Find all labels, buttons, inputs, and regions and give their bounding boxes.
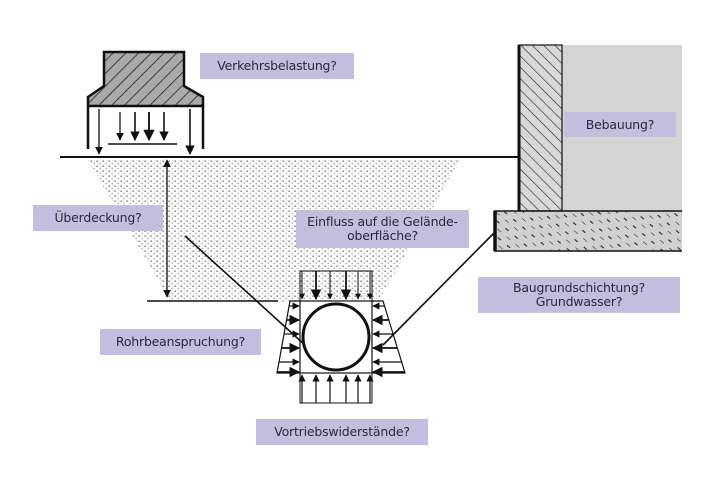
label-surface-influence: Einfluss auf die Gelände- oberfläche?: [296, 210, 469, 248]
label-traffic-load-text: Verkehrsbelastung?: [217, 58, 337, 73]
label-jacking-resistance: Vortriebswiderstände?: [256, 419, 428, 445]
label-buildings-text: Bebauung?: [585, 116, 655, 132]
label-jacking-resistance-text: Vortriebswiderstände?: [274, 424, 410, 439]
label-subsoil-groundwater: Baugrundschichtung? Grundwasser?: [478, 277, 680, 313]
pipe-cross-section: [276, 270, 406, 404]
label-buildings: Bebauung?: [564, 112, 676, 137]
vehicle-load: [86, 50, 205, 155]
leader-pipe-stress: [184, 235, 306, 346]
soil-zone: [88, 160, 460, 302]
label-surface-influence-line1: Einfluss auf die Gelände-: [307, 214, 458, 229]
label-cover-text: Überdeckung?: [54, 210, 142, 225]
leader-subsoil: [382, 232, 495, 346]
label-cover: Überdeckung?: [33, 205, 163, 231]
label-pipe-stress-text: Rohrbeanspruchung?: [115, 334, 246, 349]
label-surface-influence-line2: oberfläche?: [347, 228, 418, 243]
label-subsoil-line2: Grundwasser?: [535, 294, 623, 309]
building: [493, 44, 682, 252]
label-pipe-stress: Rohrbeanspruchung?: [100, 329, 261, 355]
label-traffic-load: Verkehrsbelastung?: [200, 53, 354, 79]
label-subsoil-line1: Baugrundschichtung?: [512, 280, 646, 295]
pipe: [301, 302, 371, 372]
